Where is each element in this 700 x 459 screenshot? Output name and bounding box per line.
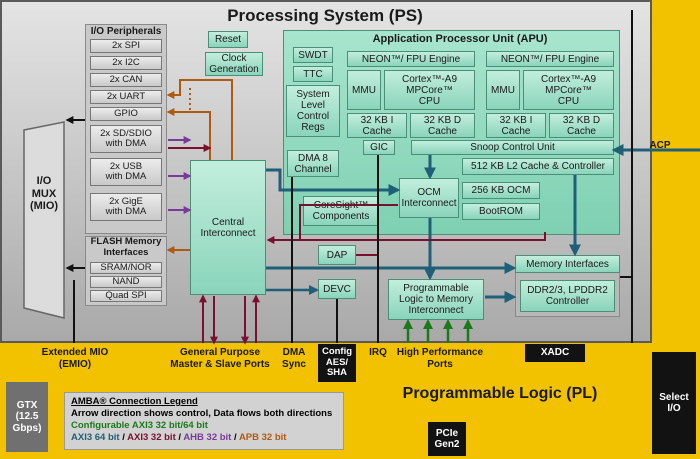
irq-label: IRQ	[369, 347, 387, 358]
gpio-block: GPIO	[90, 107, 162, 121]
coresight-block: CoreSight™ Components	[303, 196, 379, 226]
central-interconnect-block: Central Interconnect	[190, 160, 266, 295]
legend-apb: APB 32 bit	[238, 432, 287, 443]
flash-title: FLASH Memory Interfaces	[90, 236, 162, 258]
acp-label: ACP	[649, 140, 671, 151]
memory-interfaces-title: Memory Interfaces	[515, 255, 620, 273]
gige-block: 2x GigE with DMA	[90, 193, 162, 221]
icache-1-block: 32 KB I Cache	[486, 113, 546, 138]
bootrom-block: BootROM	[462, 203, 540, 220]
pl-title: Programmable Logic (PL)	[402, 385, 598, 402]
legend-ahb: AHB 32 bit	[183, 432, 232, 443]
config-aes-block: Config AES/ SHA	[318, 344, 356, 382]
sram-nor-block: SRAM/NOR	[90, 262, 162, 274]
mmu-0-block: MMU	[347, 70, 381, 110]
usb-block: 2x USB with DMA	[90, 158, 162, 186]
legend-line3: AXI3 64 bit / AXI3 32 bit / AHB 32 bit /…	[71, 432, 337, 444]
ps-title: Processing System (PS)	[227, 6, 423, 25]
i2c-block: 2x I2C	[90, 56, 162, 70]
pl-to-memory-block: Programmable Logic to Memory Interconnec…	[388, 279, 484, 320]
reset-block: Reset	[208, 31, 248, 48]
pcie-block: PCIe Gen2	[428, 422, 466, 456]
slcr-block: System Level Control Regs	[286, 85, 340, 137]
sdio-block: 2x SD/SDIO with DMA	[90, 125, 162, 153]
legend-sep-1: /	[119, 432, 128, 443]
nand-block: NAND	[90, 276, 162, 288]
l2-cache-block: 512 KB L2 Cache & Controller	[462, 158, 614, 175]
dap-block: DAP	[318, 245, 356, 265]
qspi-block: Quad SPI	[90, 290, 162, 302]
can-block: 2x CAN	[90, 73, 162, 87]
dcache-0-block: 32 KB D Cache	[410, 113, 475, 138]
legend-line2: Configurable AXI3 32 bit/64 bit	[71, 420, 208, 431]
dcache-1-block: 32 KB D Cache	[549, 113, 614, 138]
mio-mux-shape	[23, 121, 65, 319]
io-peripherals-title: I/O Peripherals	[90, 26, 162, 37]
apu-title: Application Processor Unit (APU)	[372, 33, 548, 45]
legend-line1: Arrow direction shows control, Data flow…	[71, 408, 333, 419]
mmu-1-block: MMU	[486, 70, 520, 110]
scu-block: Snoop Control Unit	[411, 140, 614, 155]
legend-title: AMBA® Connection Legend	[71, 396, 198, 407]
cpu-1-block: Cortex™-A9 MPCore™ CPU	[523, 70, 614, 110]
uart-block: 2x UART	[90, 90, 162, 104]
clock-block: Clock Generation	[205, 52, 263, 76]
neon-1-block: NEON™/ FPU Engine	[486, 51, 614, 67]
legend-sep-2: /	[175, 432, 184, 443]
gic-block: GIC	[363, 140, 395, 155]
ddr-controller-block: DDR2/3, LPDDR2 Controller	[520, 280, 615, 312]
cpu-0-block: Cortex™-A9 MPCore™ CPU	[384, 70, 475, 110]
gtx-block: GTX (12.5 Gbps)	[6, 382, 48, 452]
emio-label: Extended MIO (EMIO)	[41, 347, 109, 370]
ttc-block: TTC	[293, 66, 333, 82]
icache-0-block: 32 KB I Cache	[347, 113, 407, 138]
dma-block: DMA 8 Channel	[287, 150, 339, 177]
amba-legend: AMBA® Connection Legend Arrow direction …	[64, 392, 344, 450]
dma-sync-label: DMA Sync	[282, 347, 306, 370]
select-io-block: Select I/O	[652, 352, 696, 454]
xadc-block: XADC	[525, 344, 585, 362]
legend-sep-3: /	[231, 432, 239, 443]
gp-ports-label: General Purpose Master & Slave Ports	[170, 347, 270, 370]
legend-axi32: AXI3 32 bit	[127, 432, 176, 443]
spi-block: 2x SPI	[90, 39, 162, 53]
neon-0-block: NEON™/ FPU Engine	[347, 51, 475, 67]
hp-ports-label: High Performance Ports	[396, 347, 484, 370]
mio-label: I/O MUX (MIO)	[29, 175, 59, 213]
legend-axi64: AXI3 64 bit	[71, 432, 120, 443]
ocm-block: 256 KB OCM	[462, 182, 540, 199]
swdt-block: SWDT	[293, 47, 333, 63]
